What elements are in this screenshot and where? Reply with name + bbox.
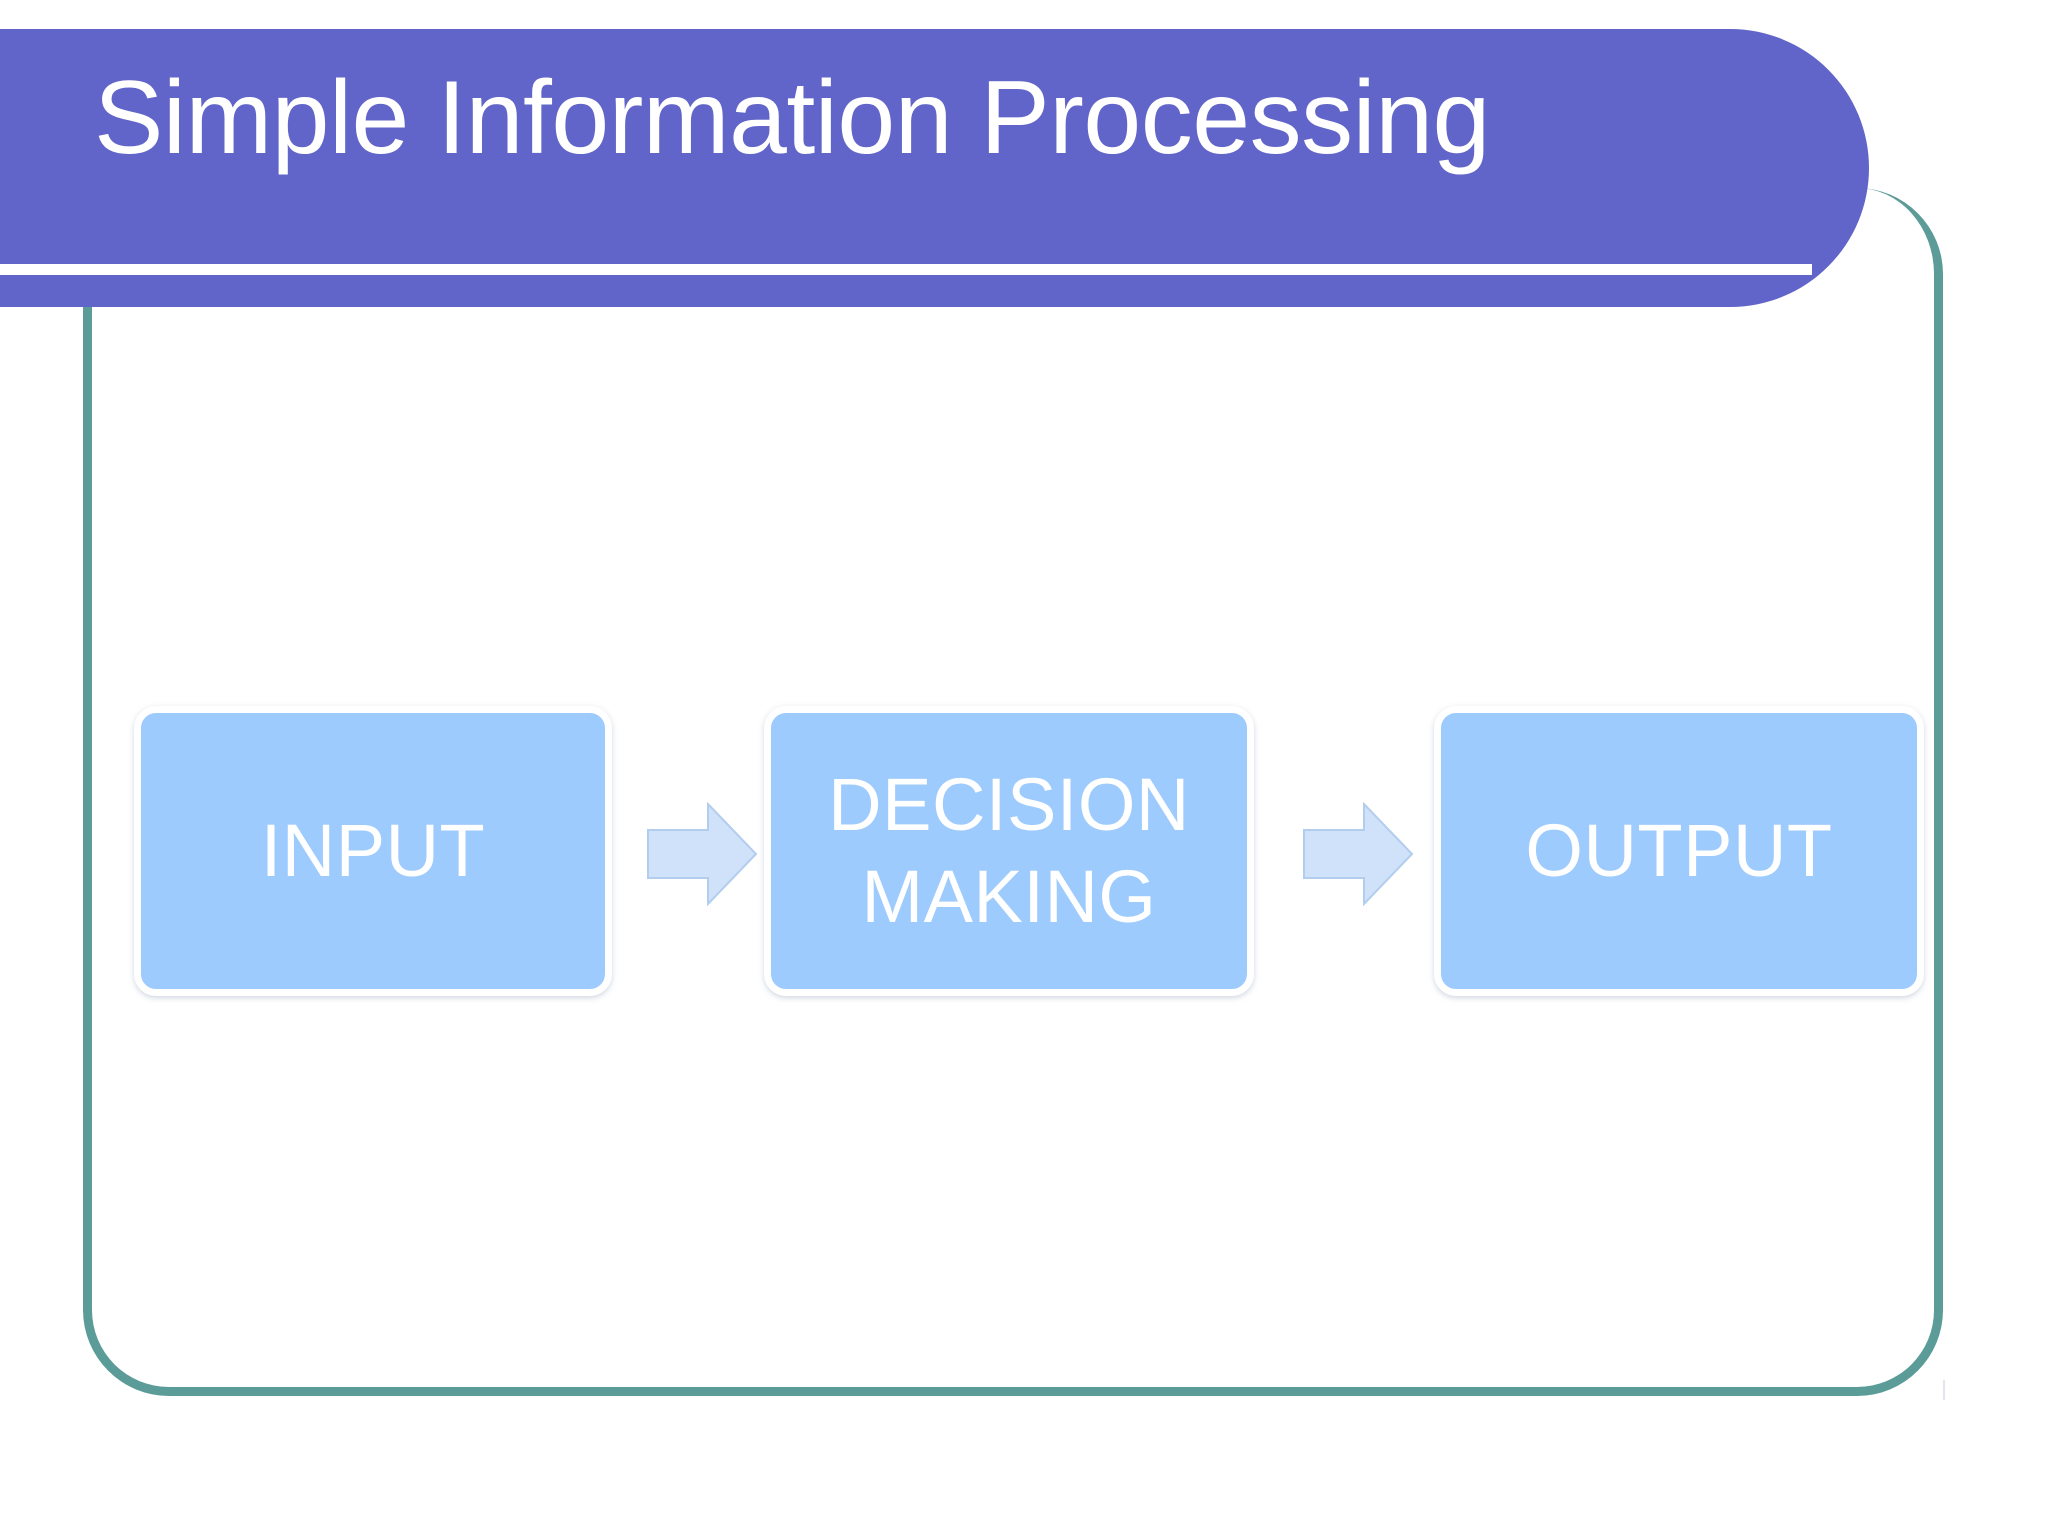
flow-node-input-label: INPUT — [260, 809, 486, 892]
flow-node-output[interactable]: OUTPUT — [1434, 706, 1924, 996]
flow-node-decision-label-line2: MAKING — [861, 855, 1157, 938]
content-frame-border — [83, 188, 1943, 1396]
right-arrow-icon — [1302, 802, 1414, 906]
title-banner — [0, 29, 1869, 307]
information-processing-flow: INPUT DECISION MAKING OUTPUT — [134, 706, 1924, 1002]
flow-node-decision-label-line1: DECISION — [828, 763, 1190, 846]
corner-tick-mark — [1943, 1380, 1945, 1400]
page-title: Simple Information Processing — [94, 60, 1490, 176]
flow-node-output-label: OUTPUT — [1525, 809, 1833, 892]
flow-node-input[interactable]: INPUT — [134, 706, 612, 996]
right-arrow-icon — [646, 802, 758, 906]
flow-node-decision-making[interactable]: DECISION MAKING — [764, 706, 1254, 996]
title-underline-rule — [0, 264, 1812, 275]
